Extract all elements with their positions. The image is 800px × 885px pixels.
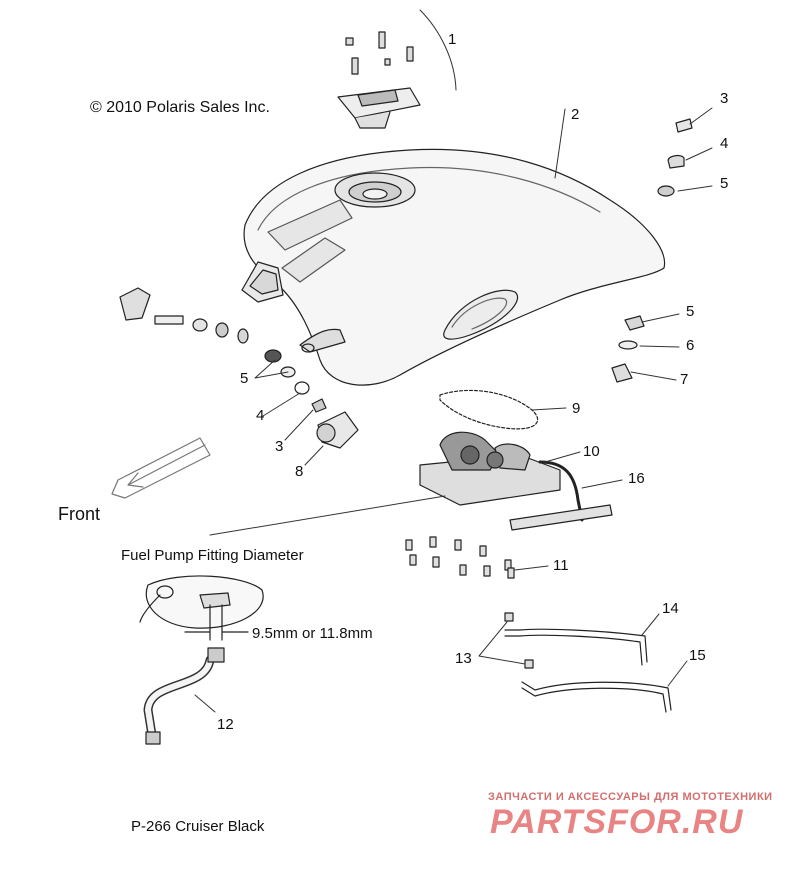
tank-mount-hardware-left <box>119 287 359 449</box>
callout-10: 10 <box>583 443 600 460</box>
callout-13: 13 <box>455 650 472 667</box>
callout-9: 9 <box>572 400 581 417</box>
front-label: Front <box>58 504 101 524</box>
callout-4: 4 <box>720 135 729 152</box>
pump-gasket <box>439 389 539 430</box>
fuel-tank <box>241 148 666 386</box>
watermark-tagline: ЗАПЧАСТИ И АКСЕССУАРЫ ДЛЯ МОТОТЕХНИКИ <box>488 791 773 803</box>
fuel-pump <box>419 431 613 531</box>
callout-5: 5 <box>686 303 695 320</box>
callout-5: 5 <box>720 175 729 192</box>
callout-3: 3 <box>720 90 729 107</box>
callout-14: 14 <box>662 600 679 617</box>
fuel-cap <box>337 31 421 129</box>
callout-4: 4 <box>256 407 265 424</box>
fitting-detail <box>139 575 264 641</box>
copyright-notice: © 2010 Polaris Sales Inc. <box>90 99 270 116</box>
front-arrow <box>111 437 211 499</box>
callout-16: 16 <box>628 470 645 487</box>
callout-8: 8 <box>295 463 304 480</box>
callout-11: 11 <box>553 557 569 574</box>
watermark-logo: PARTSFOR.RU <box>490 803 744 841</box>
fuel-hose <box>143 647 225 745</box>
callout-3: 3 <box>275 438 284 455</box>
callout-6: 6 <box>686 337 695 354</box>
fitting-title: Fuel Pump Fitting Diameter <box>121 547 304 564</box>
callout-7: 7 <box>680 371 689 388</box>
page-footer: P-266 Cruiser Black <box>131 818 265 835</box>
callout-15: 15 <box>689 647 706 664</box>
tank-mount-hardware-right <box>611 118 693 383</box>
callout-12: 12 <box>217 716 234 733</box>
callout-5: 5 <box>240 370 249 387</box>
vent-lines <box>504 612 672 713</box>
callout-2: 2 <box>571 106 580 123</box>
fitting-diameter: 9.5mm or 11.8mm <box>252 625 373 642</box>
callout-1: 1 <box>448 31 457 48</box>
pump-screws <box>405 536 515 579</box>
leader-lines <box>194 9 713 713</box>
